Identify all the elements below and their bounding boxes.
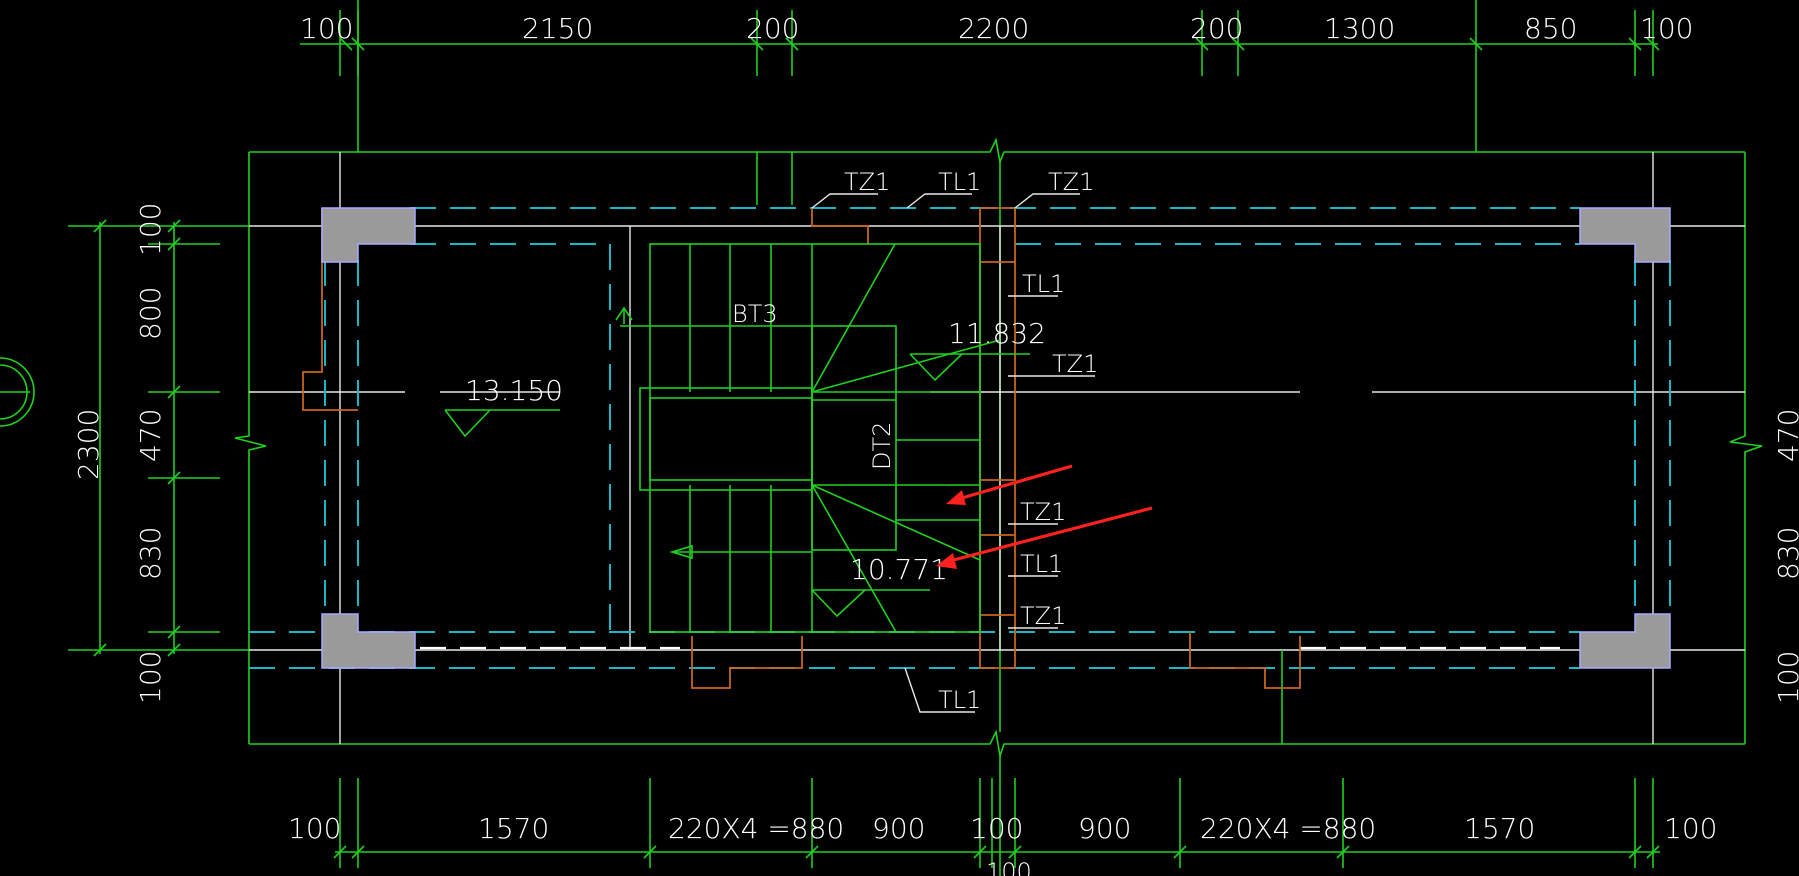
left-total-dim: 2300 — [72, 409, 105, 480]
right-dim-2: 830 — [1772, 527, 1799, 580]
label-tz1-top-left: TZ1 — [844, 168, 890, 196]
member-labels: TZ1 TL1 TZ1 TL1 TZ1 TZ1 TL1 TZ1 TL1 BT3 … — [732, 168, 1098, 714]
grid-bubble-partial — [0, 357, 35, 427]
bottom-dimension-chain: 100 1570 220X4 =880 900 100 900 220X4 =8… — [288, 778, 1717, 876]
column-bottom-right — [1579, 613, 1671, 669]
red-arrow-lower — [945, 506, 1153, 564]
left-dim-5: 100 — [134, 651, 167, 704]
elevation-lower: 10.771 — [850, 553, 948, 586]
top-dim-4: 2200 — [958, 12, 1029, 45]
bottom-dim-8: 1570 — [1464, 812, 1535, 845]
elevation-left-landing: 13.150 — [465, 374, 563, 407]
column-top-right — [1579, 207, 1671, 263]
right-dimension-chain: 470 830 100 — [1772, 409, 1799, 704]
left-dim-1: 100 — [134, 203, 167, 256]
label-tl1-bottom: TL1 — [938, 686, 981, 714]
elevation-marks: 13.150 11.832 10.771 — [444, 317, 1046, 618]
bottom-dim-9: 100 — [1664, 812, 1717, 845]
elevation-upper: 11.832 — [948, 317, 1046, 350]
wall-outlines — [302, 207, 1301, 689]
label-tl1-top: TL1 — [938, 168, 981, 196]
right-dim-1: 470 — [1772, 409, 1799, 462]
left-dim-4: 830 — [134, 527, 167, 580]
label-tz1-upper: TZ1 — [1052, 350, 1098, 378]
label-tl1-middle: TL1 — [1020, 550, 1063, 578]
right-dim-3: 100 — [1772, 651, 1799, 704]
label-dt2: DT2 — [868, 422, 896, 470]
label-tz1-middle: TZ1 — [1020, 498, 1066, 526]
label-bt3: BT3 — [732, 300, 778, 328]
label-tz1-lower: TZ1 — [1020, 602, 1066, 630]
structural-columns — [321, 207, 1671, 669]
left-dim-3: 470 — [134, 409, 167, 462]
left-dim-2: 800 — [134, 287, 167, 340]
top-dim-2: 2150 — [522, 12, 593, 45]
label-tl1-upper: TL1 — [1022, 270, 1065, 298]
bottom-extra-dim: 100 — [986, 858, 1032, 876]
left-dimension-chain: 2300 100 800 470 830 100 — [0, 203, 249, 704]
bottom-dim-5: 100 — [970, 812, 1023, 845]
top-dim-6: 1300 — [1324, 12, 1395, 45]
beam-lines — [249, 207, 1671, 669]
bottom-dim-6: 900 — [1078, 812, 1131, 845]
top-dim-1: 100 — [300, 12, 353, 45]
top-dim-5: 200 — [1190, 12, 1243, 45]
bottom-dim-4: 900 — [872, 812, 925, 845]
annotation-arrows — [936, 464, 1153, 569]
bottom-dim-1: 100 — [288, 812, 341, 845]
red-arrow-upper — [954, 464, 1073, 502]
top-dimension-chain: 100 2150 200 2200 200 1300 850 100 — [300, 0, 1693, 152]
outer-boundary — [234, 137, 1763, 876]
bottom-dim-7: 220X4 =880 — [1200, 812, 1376, 845]
stair-flights — [615, 243, 1001, 633]
top-dim-3: 200 — [746, 12, 799, 45]
top-dim-7: 850 — [1524, 12, 1577, 45]
label-tz1-top-right: TZ1 — [1048, 168, 1094, 196]
column-bottom-left — [321, 613, 416, 669]
bottom-dim-2: 1570 — [478, 812, 549, 845]
bottom-dim-3: 220X4 =880 — [668, 812, 844, 845]
top-dim-8: 100 — [1640, 12, 1693, 45]
column-top-left — [321, 207, 416, 263]
